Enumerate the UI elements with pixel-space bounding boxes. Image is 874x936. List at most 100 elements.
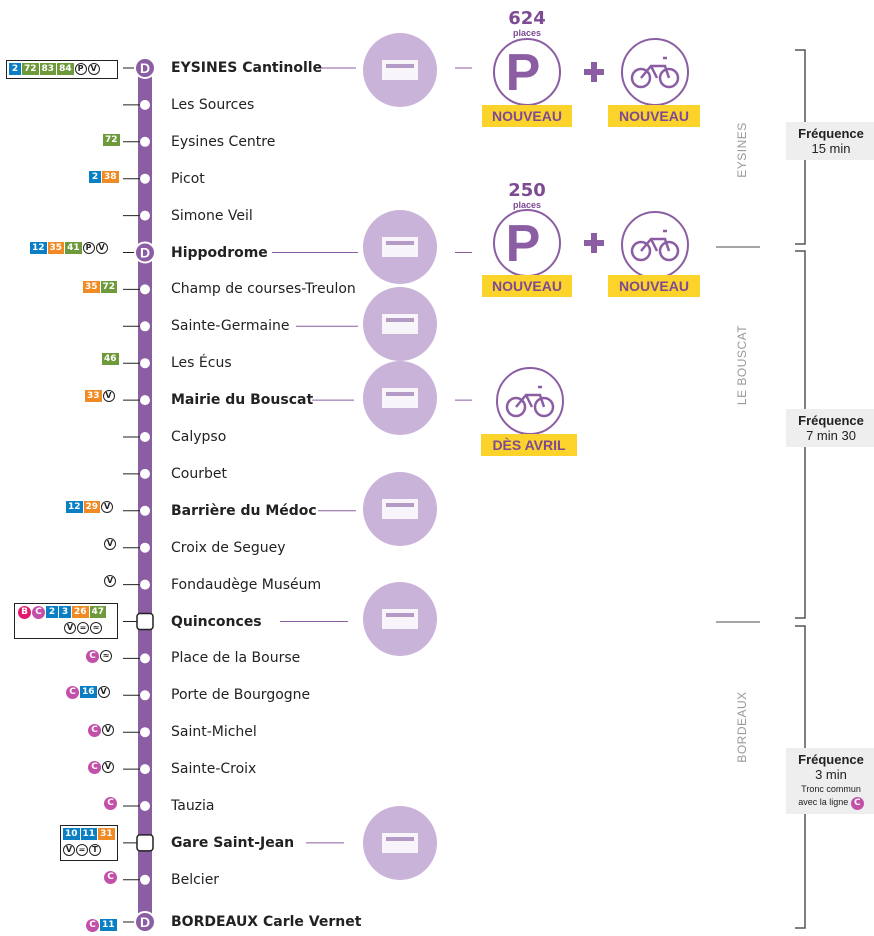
- bus-badge: 38: [102, 171, 119, 183]
- bus-badge: 12: [30, 242, 47, 254]
- connections-sainte-croix: C V: [88, 760, 114, 774]
- bus-badge: 11: [100, 919, 117, 931]
- bike-share-icon: V: [101, 501, 114, 513]
- coach-icon: =: [77, 622, 89, 634]
- stop-name: Hippodrome: [171, 244, 268, 261]
- bus-badge: 29: [83, 501, 101, 513]
- stop-name: EYSINES Cantinolle: [171, 60, 323, 76]
- stop-name: Place de la Bourse: [171, 650, 301, 667]
- stadium-illustration-detail: [382, 60, 418, 80]
- stop-name: Courbet: [171, 465, 227, 482]
- parking-count-hippodrome: 250: [508, 180, 546, 201]
- connections-cantinolle: 2 72 83 84 P V: [9, 62, 100, 76]
- tram-c-badge: C: [66, 685, 79, 699]
- stop-name: Saint-Michel: [171, 724, 257, 741]
- terminus-letter: D: [140, 914, 150, 930]
- bus-badge: 11: [80, 828, 98, 840]
- connections-belcier: C: [104, 870, 117, 884]
- stadium-illustration-detail: [386, 64, 414, 68]
- bike-share-icon: V: [95, 242, 108, 254]
- connections-place-de-la-bourse: C ≈: [86, 649, 112, 663]
- stop-marker: [140, 764, 150, 775]
- stop-name: Tauzia: [171, 798, 215, 814]
- parking-letter: P: [506, 44, 541, 102]
- tram-c-badge: C: [850, 797, 864, 810]
- connections-croix-de-seguey: V: [104, 537, 116, 551]
- stop-name: Simone Veil: [171, 207, 253, 224]
- stop-marker: [140, 321, 150, 332]
- frequency-title: Fréquence: [798, 126, 864, 141]
- connections-hippodrome: 12 35 41 P V: [30, 241, 108, 255]
- tram-c-badge: C: [86, 649, 99, 663]
- train-station-illustration-detail: [382, 833, 418, 853]
- bus-badge: 41: [65, 242, 82, 254]
- tram-c-badge: C: [104, 796, 117, 810]
- stop-marker: [140, 727, 150, 738]
- plus-icon: [591, 233, 597, 253]
- bus-badge: 72: [103, 134, 120, 146]
- bus-badge: 33: [85, 390, 102, 402]
- bike-wheel: [630, 67, 652, 89]
- parking-letter: P: [506, 215, 541, 273]
- stop-marker: [140, 358, 150, 369]
- bike-wheel: [505, 396, 527, 418]
- train-station-illustration-detail: [386, 837, 414, 841]
- bus-badge: 10: [63, 828, 80, 840]
- connections-champ-de-courses: 35 72: [83, 280, 118, 294]
- connections-eysines-centre: 72: [103, 133, 120, 147]
- frequency-note-line1: Tronc commun: [801, 784, 861, 794]
- park-illustration-detail: [386, 613, 414, 617]
- interchange-marker: [136, 612, 154, 631]
- stop-name: Croix de Seguey: [171, 539, 286, 556]
- stop-name: Fondaudège Muséum: [171, 576, 322, 593]
- bus-badge: 72: [100, 281, 118, 293]
- connections-saint-michel: C V: [88, 723, 114, 737]
- connections-picot: 2 38: [89, 170, 119, 184]
- tram-b-badge: B: [18, 605, 31, 619]
- tram-c-badge: C: [104, 870, 117, 884]
- bike-wheel: [658, 67, 680, 89]
- boat-icon: ≈: [90, 622, 102, 634]
- section-label-eysines: EYSINES: [735, 122, 749, 178]
- bike-frame: [640, 229, 671, 252]
- stop-marker: [140, 173, 150, 184]
- plus-icon: [591, 62, 597, 82]
- connections-tauzia: C: [104, 796, 117, 810]
- terminus-marker: [134, 911, 156, 933]
- stop-marker: [140, 99, 150, 110]
- interchange-marker: [136, 834, 154, 852]
- tram-c-badge: C: [88, 760, 101, 774]
- bike-new-label-cantinolle: NOUVEAU: [608, 105, 700, 127]
- train-icon: T: [89, 844, 101, 856]
- bike-share-icon: V: [102, 390, 115, 402]
- connections-carle-vernet: C 11: [86, 918, 117, 932]
- bike-frame: [640, 56, 671, 79]
- bus-badge: 46: [102, 353, 119, 365]
- parking-relay-icon: P: [74, 63, 87, 75]
- stop-name: Picot: [171, 170, 205, 187]
- stop-marker: [140, 690, 150, 701]
- stop-marker: [140, 210, 150, 221]
- bus-badge: 47: [89, 606, 107, 618]
- stop-marker: [140, 284, 150, 295]
- frequency-note-line2: avec la ligne C: [786, 797, 874, 810]
- connections-gare-row1: 10 11 31: [63, 827, 115, 841]
- stop-marker: [140, 874, 150, 885]
- stop-marker: [140, 801, 150, 811]
- bus-badge: 31: [98, 828, 115, 840]
- stop-name: Quinconces: [171, 613, 262, 630]
- frequency-value: 3 min: [815, 767, 847, 782]
- stop-name: Les Écus: [171, 355, 232, 372]
- frequency-box-eysines: Fréquence 15 min: [786, 122, 874, 160]
- bus-badge: 35: [83, 281, 100, 293]
- stop-name: Les Sources: [171, 96, 255, 113]
- town-hall-illustration-detail: [386, 392, 414, 396]
- terminus-letter: D: [140, 60, 150, 76]
- bike-share-icon: V: [97, 686, 110, 698]
- connections-les-ecus: 46: [102, 352, 119, 366]
- stop-name: Mairie du Bouscat: [171, 392, 314, 409]
- bike-wheel: [630, 240, 652, 262]
- stop-name: Sainte-Croix: [171, 761, 257, 778]
